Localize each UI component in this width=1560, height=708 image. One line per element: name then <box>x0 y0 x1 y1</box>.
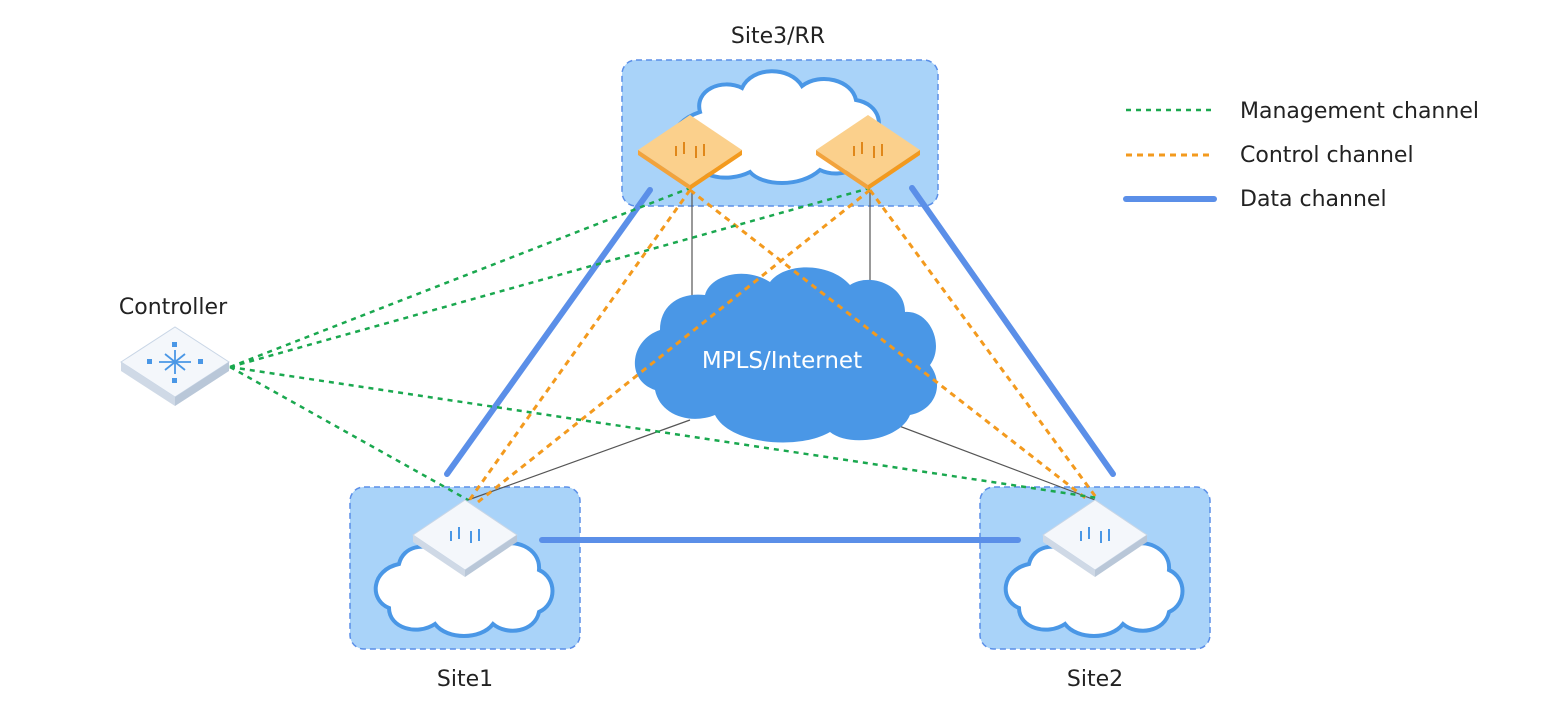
legend-management-label: Management channel <box>1240 99 1479 124</box>
management-channels <box>229 186 1099 502</box>
controller-device <box>120 326 230 406</box>
site3-rr-label: Site3/RR <box>731 24 825 49</box>
data-channels <box>444 185 1116 543</box>
data-channel-rr-site2 <box>909 185 1116 477</box>
controller-label: Controller <box>119 295 228 320</box>
site3-rr-device-1 <box>638 115 742 190</box>
wan-cloud: MPLS/Internet <box>634 267 938 443</box>
control-channels <box>466 188 1100 504</box>
site1-label: Site1 <box>437 667 493 692</box>
legend: Management channel Control channel Data … <box>1123 99 1479 212</box>
legend-data-label: Data channel <box>1240 187 1387 212</box>
site2-device <box>1042 499 1148 577</box>
data-channel-rr-site1 <box>444 187 653 477</box>
wan-label: MPLS/Internet <box>702 348 862 374</box>
site1-device <box>412 499 518 577</box>
site3-rr-device-2 <box>816 115 920 190</box>
legend-control-label: Control channel <box>1240 143 1414 168</box>
site2-label: Site2 <box>1067 667 1123 692</box>
